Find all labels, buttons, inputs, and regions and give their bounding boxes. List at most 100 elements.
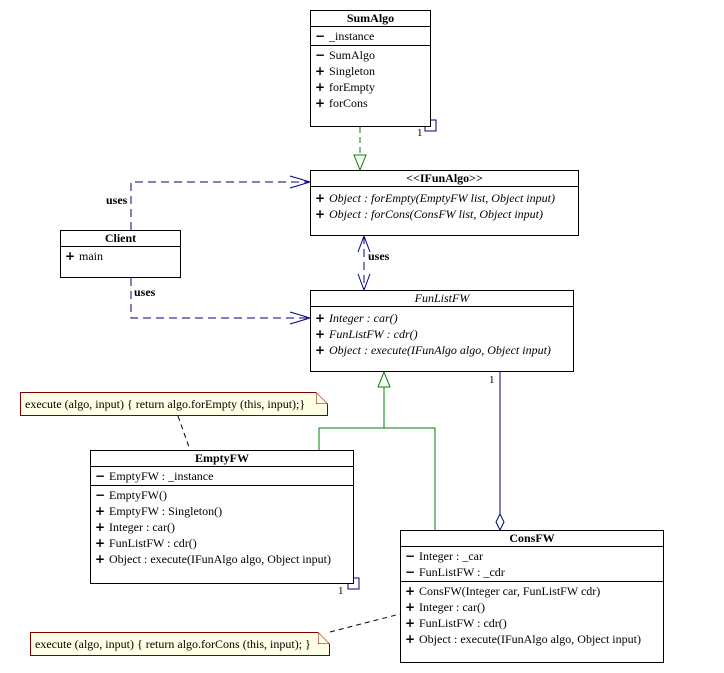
operation-row: +Object : forCons(ConsFW list, Object in… <box>311 206 578 222</box>
operation-row: +Integer : car() <box>401 599 663 615</box>
sumalgo-singleton-mark <box>424 119 437 132</box>
attributes-section: −_instance <box>311 27 430 46</box>
class-funlistfw[interactable]: FunListFW +Integer : car() +FunListFW : … <box>310 290 574 372</box>
operations-section: −EmptyFW() +EmptyFW : Singleton() +Integ… <box>91 486 353 568</box>
client-funlistfw-dependency <box>130 278 310 319</box>
empty-note-connector <box>177 415 191 451</box>
client-ifunalgo-dependency <box>130 181 310 230</box>
attribute-text: EmptyFW : _instance <box>109 469 214 483</box>
operation-text: Object : execute(IFunAlgo algo, Object i… <box>329 343 551 357</box>
operation-text: Integer : car() <box>109 520 175 534</box>
operation-text: Object : execute(IFunAlgo algo, Object i… <box>419 632 641 646</box>
operation-text: Object : execute(IFunAlgo algo, Object i… <box>109 552 331 566</box>
class-name: ConsFW <box>401 531 663 547</box>
public-icon: + <box>405 584 416 598</box>
attribute-row: −FunListFW : _cdr <box>401 564 663 580</box>
sumalgo-realization-head <box>353 154 367 172</box>
public-icon: + <box>315 96 326 110</box>
operation-text: forEmpty <box>329 80 375 94</box>
attribute-row: −EmptyFW : _instance <box>91 468 353 484</box>
operation-row: +Object : execute(IFunAlgo algo, Object … <box>401 631 663 647</box>
note-text: execute (algo, input) { return algo.forC… <box>35 637 311 651</box>
note-emptyfw-execute[interactable]: execute (algo, input) { return algo.forE… <box>20 392 328 416</box>
private-icon: − <box>315 29 326 43</box>
private-icon: − <box>315 48 326 62</box>
operation-row: +Singleton <box>311 63 430 79</box>
class-name: Client <box>61 231 180 247</box>
class-ifunalgo[interactable]: <<IFunAlgo>> +Object : forEmpty(EmptyFW … <box>310 170 579 236</box>
attribute-row: −_instance <box>311 28 430 44</box>
operation-row: +main <box>61 248 180 264</box>
attribute-text: Integer : _car <box>419 549 483 563</box>
public-icon: + <box>315 343 326 357</box>
generalization-emptyfw-branch <box>318 427 436 530</box>
operations-section: +Object : forEmpty(EmptyFW list, Object … <box>311 187 578 223</box>
operation-text: forCons <box>329 96 368 110</box>
operation-text: SumAlgo <box>329 48 376 62</box>
operation-text: Singleton <box>329 64 376 78</box>
operation-text: FunListFW : cdr() <box>109 536 197 550</box>
operation-row: +Object : forEmpty(EmptyFW list, Object … <box>311 190 578 206</box>
public-icon: + <box>315 207 326 221</box>
attributes-section: −EmptyFW : _instance <box>91 467 353 486</box>
operation-text: FunListFW : cdr() <box>329 327 418 341</box>
private-icon: − <box>95 469 106 483</box>
operation-text: Integer : car() <box>419 600 485 614</box>
multiplicity-emptyfw: 1 <box>338 585 344 597</box>
class-sumalgo[interactable]: SumAlgo −_instance −SumAlgo +Singleton +… <box>310 10 431 127</box>
operation-text: FunListFW : cdr() <box>419 616 507 630</box>
operations-section: +main <box>61 247 180 265</box>
public-icon: + <box>95 504 106 518</box>
cons-note-connector <box>329 613 401 633</box>
note-fold-icon <box>316 392 328 404</box>
public-icon: + <box>315 191 326 205</box>
public-icon: + <box>65 249 76 263</box>
operations-section: +ConsFW(Integer car, FunListFW cdr) +Int… <box>401 582 663 648</box>
class-consfw[interactable]: ConsFW −Integer : _car −FunListFW : _cdr… <box>400 530 664 663</box>
operation-row: +FunListFW : cdr() <box>91 535 353 551</box>
funlistfw-ifunalgo-arrowhead-top <box>357 234 371 253</box>
note-consfw-execute[interactable]: execute (algo, input) { return algo.forC… <box>30 632 330 656</box>
class-client[interactable]: Client +main <box>60 230 181 278</box>
operation-row: +FunListFW : cdr() <box>401 615 663 631</box>
operation-row: −SumAlgo <box>311 47 430 63</box>
attribute-text: _instance <box>329 29 375 43</box>
public-icon: + <box>405 600 416 614</box>
public-icon: + <box>315 311 326 325</box>
public-icon: + <box>315 64 326 78</box>
public-icon: + <box>95 552 106 566</box>
uses-label-client-ifunalgo: uses <box>106 193 128 207</box>
multiplicity-funlistfw: 1 <box>489 374 495 386</box>
generalization-head <box>377 370 391 388</box>
attribute-text: FunListFW : _cdr <box>419 565 505 579</box>
attribute-row: −Integer : _car <box>401 548 663 564</box>
operation-text: EmptyFW : Singleton() <box>109 504 223 518</box>
public-icon: + <box>315 80 326 94</box>
operation-text: Object : forCons(ConsFW list, Object inp… <box>329 207 543 221</box>
public-icon: + <box>405 632 416 646</box>
private-icon: − <box>95 488 106 502</box>
class-name: EmptyFW <box>91 451 353 467</box>
operation-text: EmptyFW() <box>109 488 167 502</box>
class-name: <<IFunAlgo>> <box>311 171 578 187</box>
operation-row: +ConsFW(Integer car, FunListFW cdr) <box>401 583 663 599</box>
attributes-section: −Integer : _car −FunListFW : _cdr <box>401 547 663 582</box>
operation-row: +FunListFW : cdr() <box>311 326 573 342</box>
operation-text: ConsFW(Integer car, FunListFW cdr) <box>419 584 601 598</box>
operation-row: +forEmpty <box>311 79 430 95</box>
note-fold-icon <box>318 632 330 644</box>
class-emptyfw[interactable]: EmptyFW −EmptyFW : _instance −EmptyFW() … <box>90 450 354 584</box>
multiplicity-sumalgo: 1 <box>417 127 423 139</box>
aggregation-diamond <box>495 512 505 532</box>
public-icon: + <box>405 616 416 630</box>
operation-row: +Integer : car() <box>91 519 353 535</box>
note-text: execute (algo, input) { return algo.forE… <box>25 397 306 411</box>
private-icon: − <box>405 565 416 579</box>
uses-label-funlistfw-ifunalgo: uses <box>368 249 390 263</box>
operation-row: +Object : execute(IFunAlgo algo, Object … <box>311 342 573 358</box>
public-icon: + <box>95 536 106 550</box>
operation-text: Integer : car() <box>329 311 398 325</box>
class-name: SumAlgo <box>311 11 430 27</box>
operation-text: Object : forEmpty(EmptyFW list, Object i… <box>329 191 555 205</box>
